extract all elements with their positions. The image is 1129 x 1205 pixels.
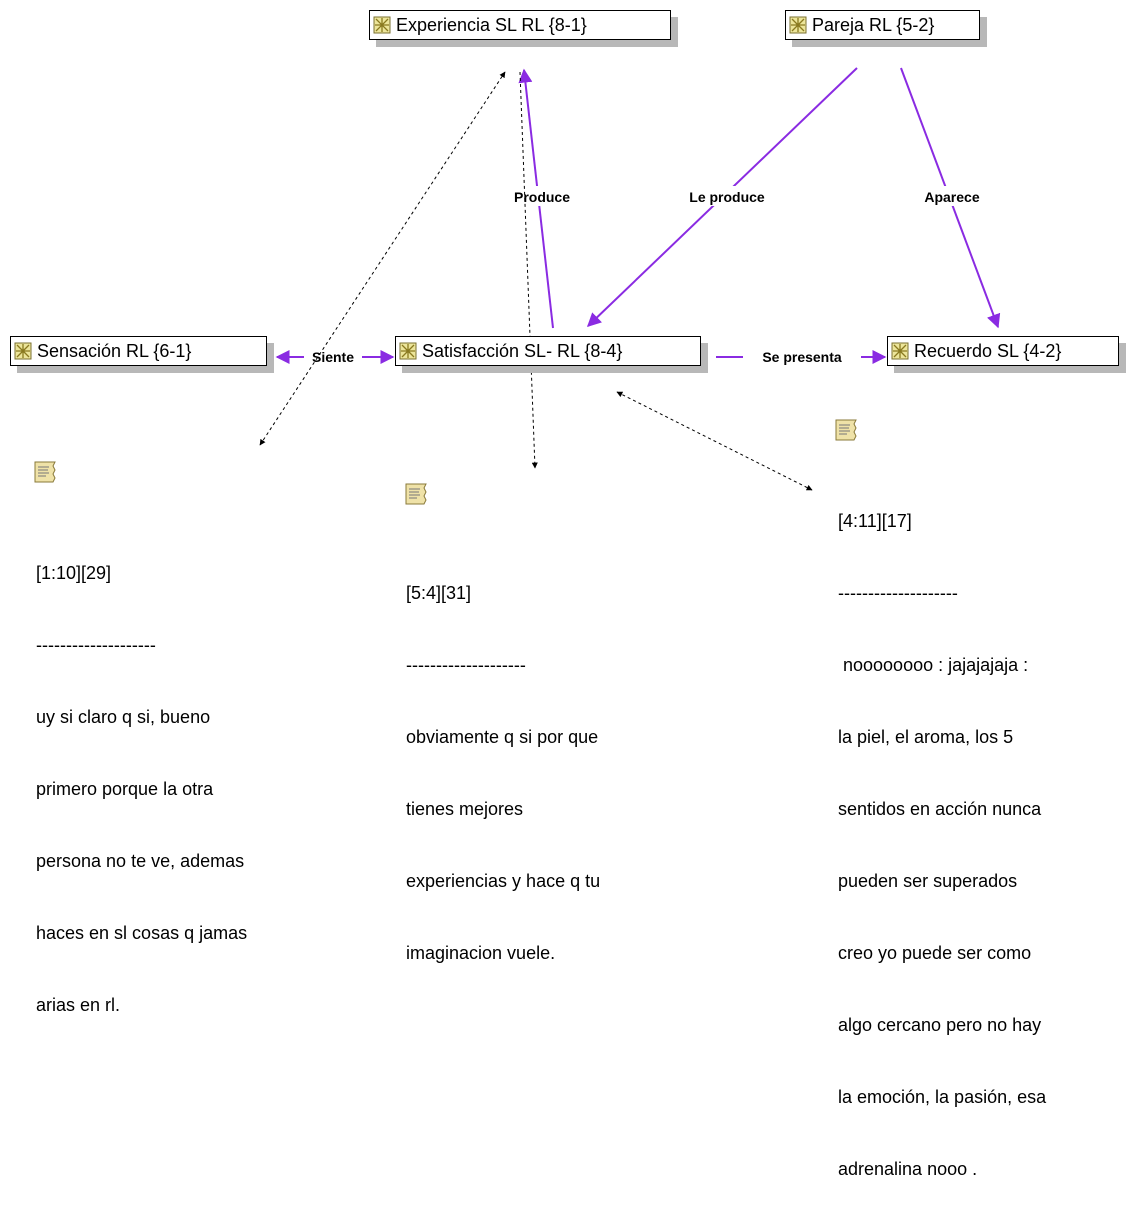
memo-link-1[interactable] [259,71,506,446]
memo-divider: -------------------- [406,655,526,675]
memo-link-2[interactable] [519,71,538,469]
memo-1: [1:10][29] -------------------- uy si cl… [36,513,247,1041]
memo-ref: [1:10][29] [36,563,112,583]
code-node-icon [14,342,32,360]
code-node-icon [789,16,807,34]
node-label: Pareja RL {5-2} [812,14,935,35]
edge-se-presenta[interactable]: Se presenta [716,349,887,365]
memo-line: arias en rl. [36,995,121,1015]
node-label: Experiencia SL RL {8-1} [396,14,587,35]
edge-le-produce[interactable]: Le produce [586,67,858,327]
node-sensacion[interactable]: Sensación RL {6-1} [10,336,267,366]
edge-produce[interactable]: Produce [500,68,584,329]
memo-line: sentidos en acción nunca [838,799,1042,819]
node-pareja[interactable]: Pareja RL {5-2} [785,10,980,40]
memo-line: la piel, el aroma, los 5 [838,727,1014,747]
code-node-icon [891,342,909,360]
node-satisfaccion[interactable]: Satisfacción SL- RL {8-4} [395,336,701,366]
memo-line: obviamente q si por que [406,727,599,747]
edge-aparece[interactable]: Aparece [900,67,1001,329]
network-edges: Produce Le produce Aparece Siente Se pre… [259,67,1001,491]
memo-note-icon[interactable] [404,482,428,506]
memo-line: noooooooo : jajajajaja : [838,655,1029,675]
node-label: Satisfacción SL- RL {8-4} [422,340,623,361]
edge-label-le-produce: Le produce [689,189,765,205]
memo-note-icon[interactable] [834,418,858,442]
edge-label-siente: Siente [312,349,354,365]
edge-label-se-presenta: Se presenta [762,349,842,365]
memo-line: persona no te ve, ademas [36,851,245,871]
node-recuerdo[interactable]: Recuerdo SL {4-2} [887,336,1119,366]
code-node-icon [399,342,417,360]
node-experiencia[interactable]: Experiencia SL RL {8-1} [369,10,671,40]
memo-line: creo yo puede ser como [838,943,1032,963]
memo-line: pueden ser superados [838,871,1018,891]
memo-divider: -------------------- [838,583,958,603]
memo-note-icon[interactable] [33,460,57,484]
memo-line: adrenalina nooo . [838,1159,978,1179]
memo-ref: [4:11][17] [838,511,912,531]
memo-link-3[interactable] [616,391,813,491]
memo-line: uy si claro q si, bueno [36,707,211,727]
memo-line: imaginacion vuele. [406,943,556,963]
code-node-icon [373,16,391,34]
memo-divider: -------------------- [36,635,156,655]
memo-2: [5:4][31] -------------------- obviament… [406,533,600,989]
memo-line: tienes mejores [406,799,524,819]
edge-label-produce: Produce [514,189,570,205]
node-label: Recuerdo SL {4-2} [914,340,1062,361]
memo-line: experiencias y hace q tu [406,871,601,891]
memo-line: la emoción, la pasión, esa [838,1087,1047,1107]
memo-line: primero porque la otra [36,779,214,799]
edge-label-aparece: Aparece [924,189,979,205]
node-label: Sensación RL {6-1} [37,340,192,361]
memo-line: algo cercano pero no hay [838,1015,1042,1035]
memo-3: [4:11][17] -------------------- nooooooo… [838,461,1046,1205]
edge-siente[interactable]: Siente [275,349,395,365]
memo-line: haces en sl cosas q jamas [36,923,248,943]
memo-ref: [5:4][31] [406,583,472,603]
